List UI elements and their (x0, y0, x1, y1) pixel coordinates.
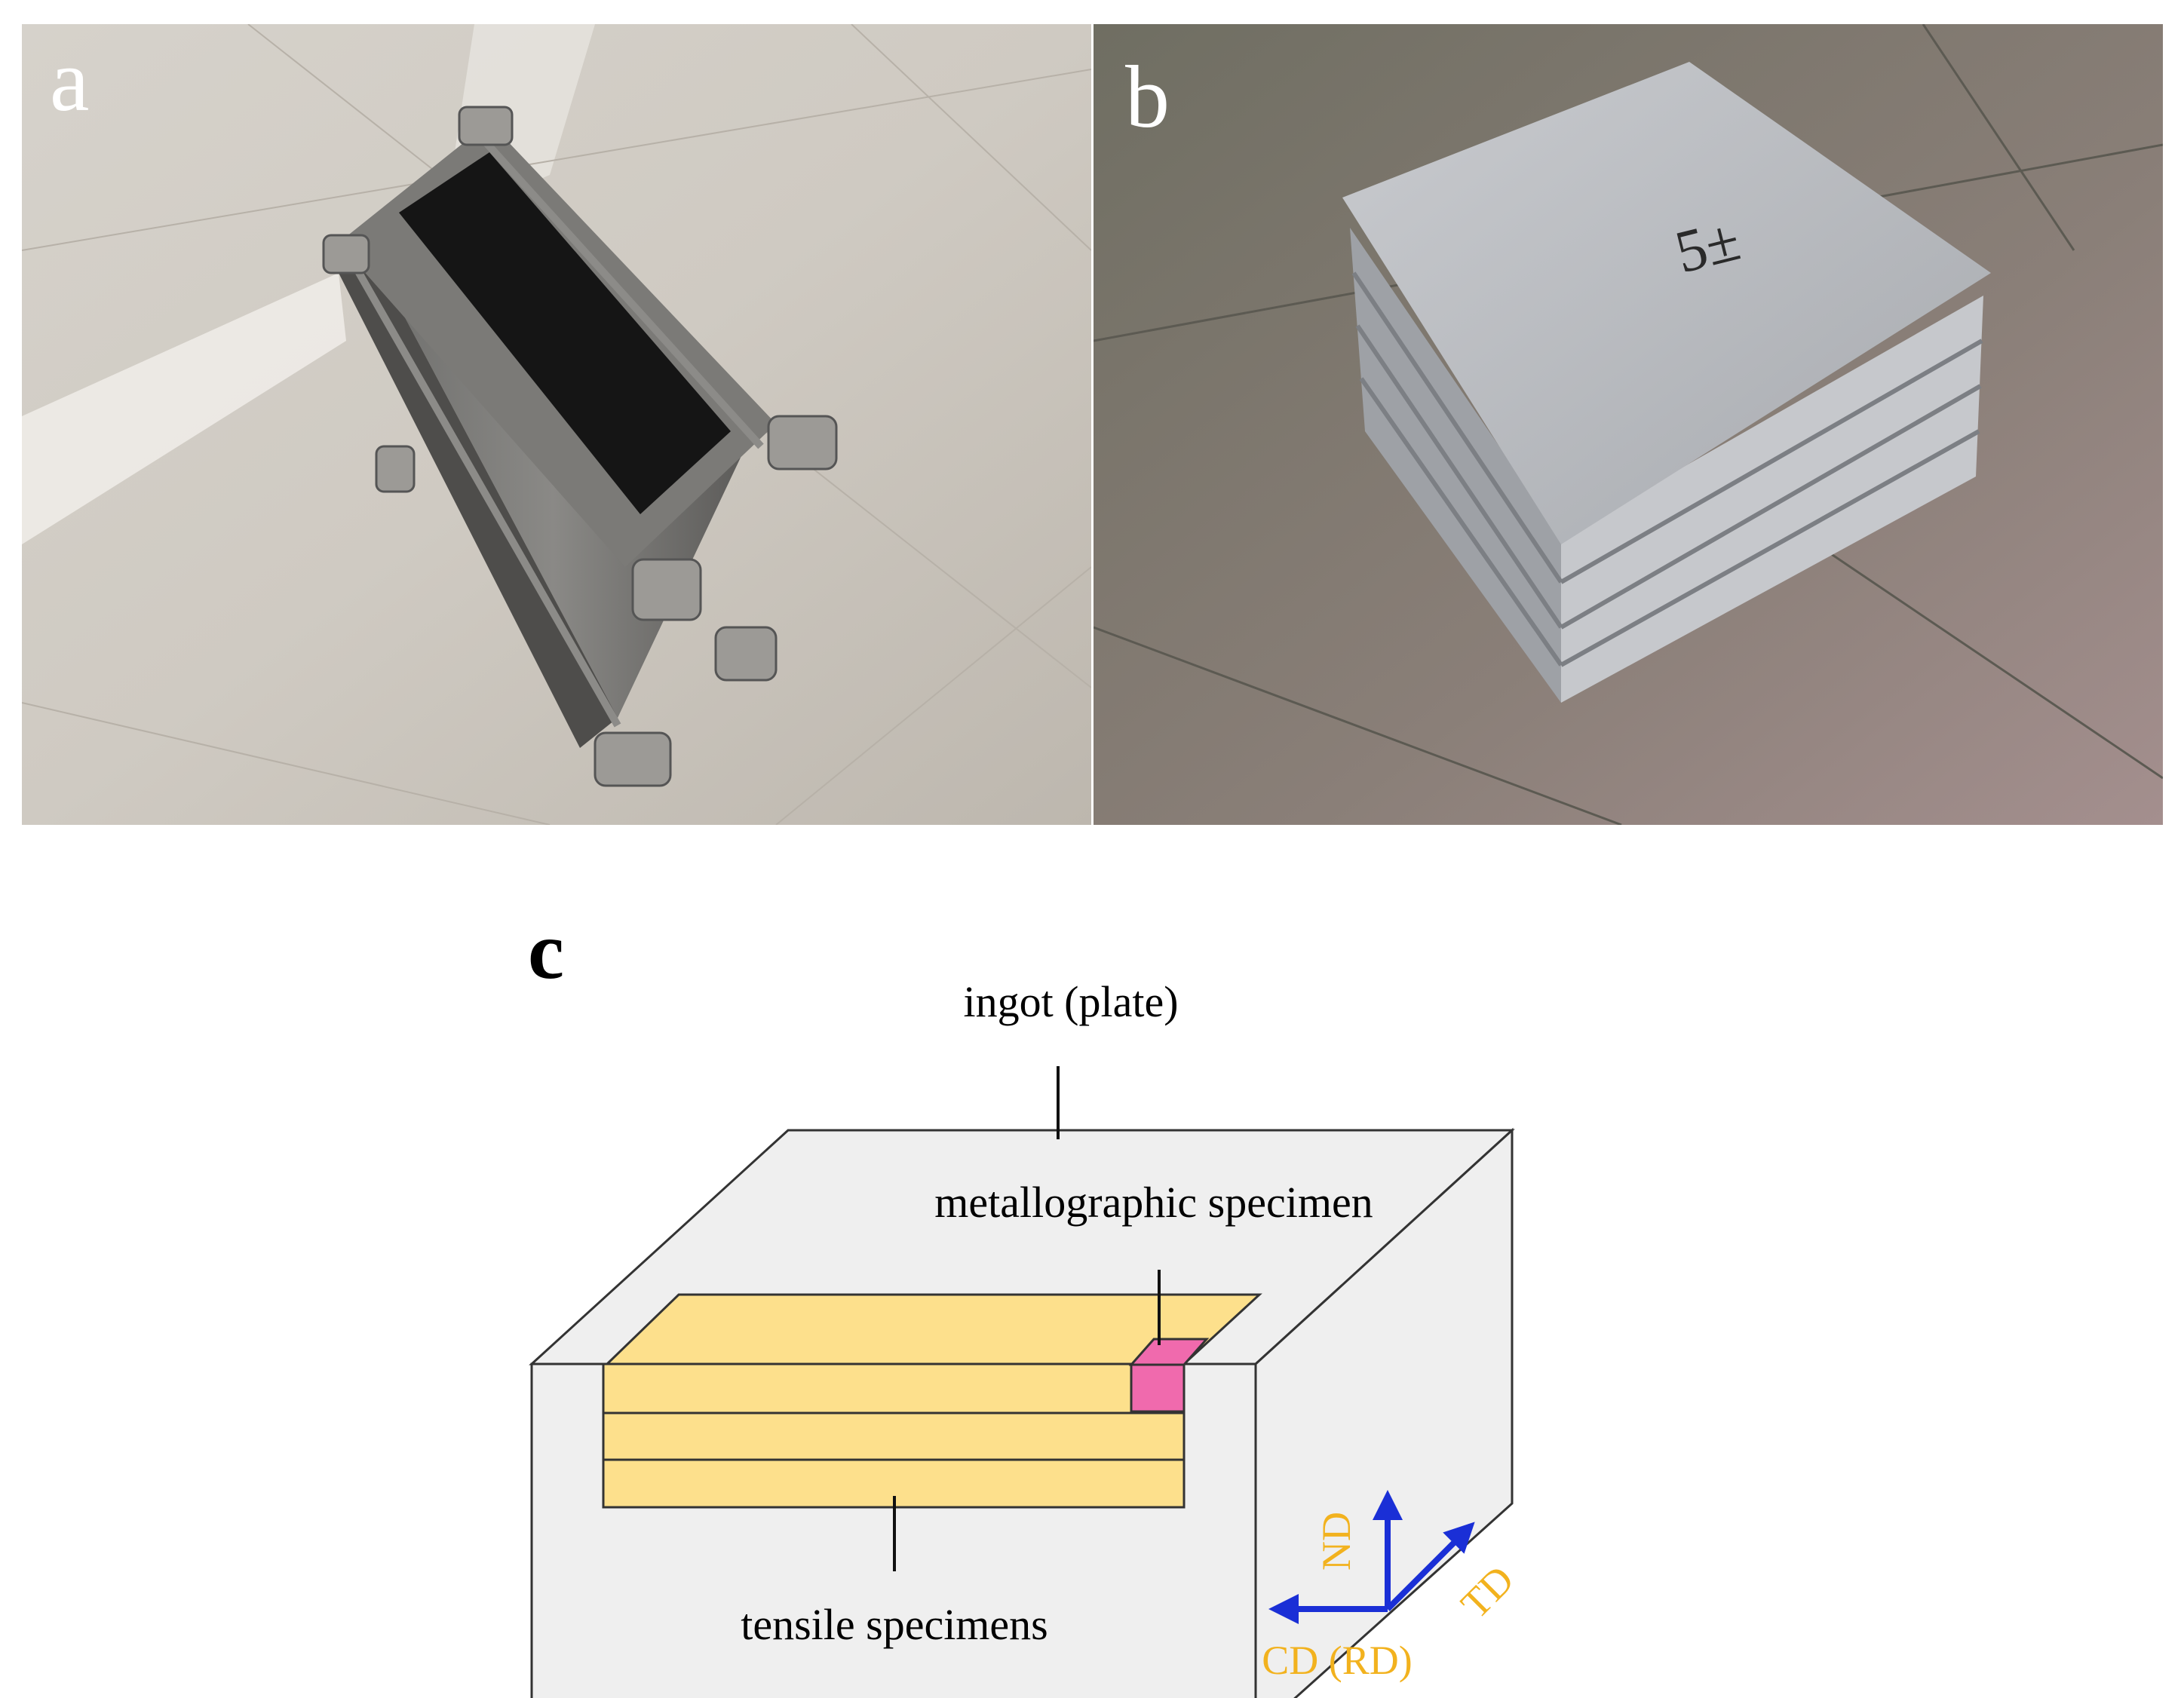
td-axis-label: TD (1452, 1557, 1523, 1627)
panel-label-b: b (1125, 48, 1170, 146)
panel-label-a: a (50, 31, 90, 130)
panel-label-c: c (528, 906, 564, 996)
ingot-label: ingot (plate) (963, 977, 1178, 1026)
photo-mold (22, 24, 1091, 825)
ingot-marking: 5± (1669, 207, 1747, 287)
tensile-label: tensile specimens (741, 1600, 1048, 1649)
metallographic-specimen (1128, 1338, 1210, 1413)
metallographic-label: metallographic specimen (934, 1178, 1373, 1227)
td-arrow (1385, 1522, 1475, 1611)
ingot-sampling-diagram: c ingot (plate) metallographic specimen … (0, 825, 2184, 1698)
cd-axis-label: CD (RD) (1262, 1638, 1413, 1683)
photo-ingots: 5± (1094, 24, 2163, 825)
nd-axis-label: ND (1314, 1512, 1359, 1571)
